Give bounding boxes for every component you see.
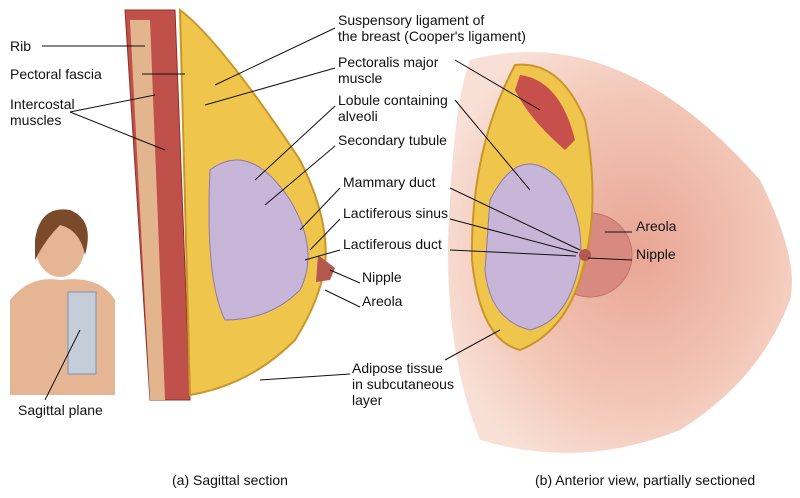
nipple-anterior <box>579 249 591 261</box>
woman-hair <box>35 209 88 260</box>
label-secondary-tubule: Secondary tubule <box>338 132 447 148</box>
label-lactiferous-duct: Lactiferous duct <box>343 236 442 252</box>
label-line: alveoli <box>338 108 378 124</box>
label-line: Suspensory ligament of <box>338 12 485 28</box>
label-line: layer <box>352 392 383 408</box>
nipple-sagittal <box>316 255 335 282</box>
label-line: muscle <box>338 70 383 86</box>
gland-anterior <box>484 163 582 331</box>
label-rib: Rib <box>10 38 32 54</box>
label-mammary-duct: Mammary duct <box>343 174 436 190</box>
rib-column <box>130 20 165 400</box>
sagittal-plane-marker <box>67 291 97 375</box>
woman-torso <box>10 279 115 395</box>
gland-sagittal <box>208 159 309 321</box>
label-line: the breast (Cooper's ligament) <box>338 28 526 44</box>
label-areola-anterior: Areola <box>636 218 677 234</box>
caption-anterior-view: (b) Anterior view, partially sectioned <box>535 472 756 488</box>
label-line: in subcutaneous <box>352 376 454 392</box>
label-nipple-sagittal: Nipple <box>362 269 402 285</box>
pectoralis-anterior <box>515 75 575 150</box>
label-sagittal-plane: Sagittal plane <box>18 402 103 418</box>
caption-sagittal-section: (a) Sagittal section <box>172 472 288 488</box>
label-nipple-anterior: Nipple <box>636 246 676 262</box>
label-line: Pectoralis major <box>338 54 439 70</box>
label-line: Adipose tissue <box>352 360 444 376</box>
label-line: muscles <box>10 112 62 128</box>
label-lactiferous-sinus: Lactiferous sinus <box>343 205 449 221</box>
label-pectoral-fascia: Pectoral fascia <box>10 66 102 82</box>
label-line: Lobule containing <box>338 92 448 108</box>
label-areola-sagittal: Areola <box>362 293 403 309</box>
label-line: Intercostal <box>10 96 75 112</box>
leader-lines <box>42 27 633 401</box>
